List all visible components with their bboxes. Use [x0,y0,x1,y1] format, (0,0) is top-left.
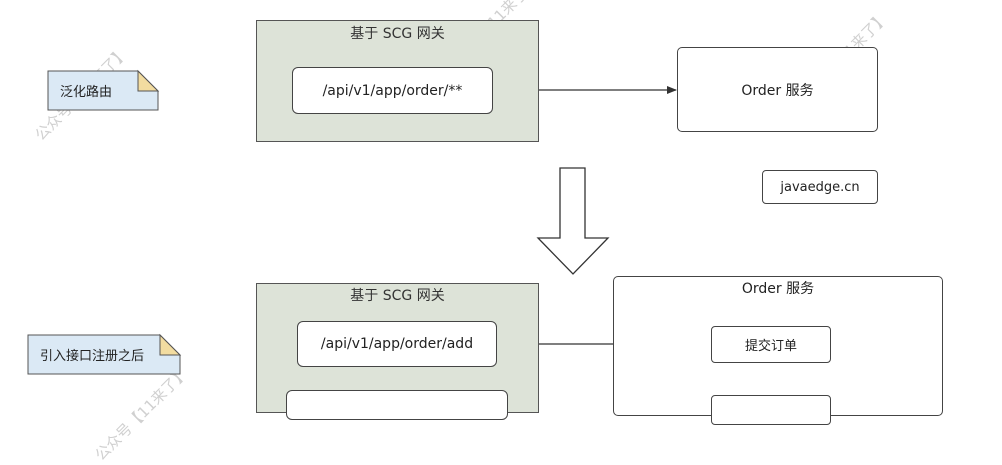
bottom-order-service-title: Order 服务 [741,281,815,297]
diagram-lines [27,69,711,375]
note-bottom-label: 引入接口注册之后 [40,349,145,364]
submit-order-box[interactable]: 提交订单 [711,326,831,363]
note-top-label: 泛化路由 [60,85,113,100]
note-top-shape [47,70,159,111]
top-order-service-box[interactable]: Order 服务 [677,47,878,132]
bottom-route-box-add[interactable]: /api/v1/app/order/add [297,321,497,367]
note-bottom-shape [27,334,181,375]
site-label: javaedge.cn [780,179,860,195]
site-label-box: javaedge.cn [762,170,878,204]
top-route-label: /api/v1/app/order/** [322,82,463,99]
bottom-route-box-2[interactable] [286,390,508,420]
top-route-box[interactable]: /api/v1/app/order/** [292,67,493,114]
note-bottom: 引入接口注册之后 [28,335,180,374]
note-top: 泛化路由 [48,71,158,110]
bottom-gateway-title: 基于 SCG 网关 [350,288,445,304]
submit-order-label: 提交订单 [744,339,797,354]
top-order-service-label: Order 服务 [741,82,814,99]
down-arrow [536,167,610,275]
top-gateway-title: 基于 SCG 网关 [350,26,445,42]
bottom-route-label-add: /api/v1/app/order/add [320,336,474,352]
